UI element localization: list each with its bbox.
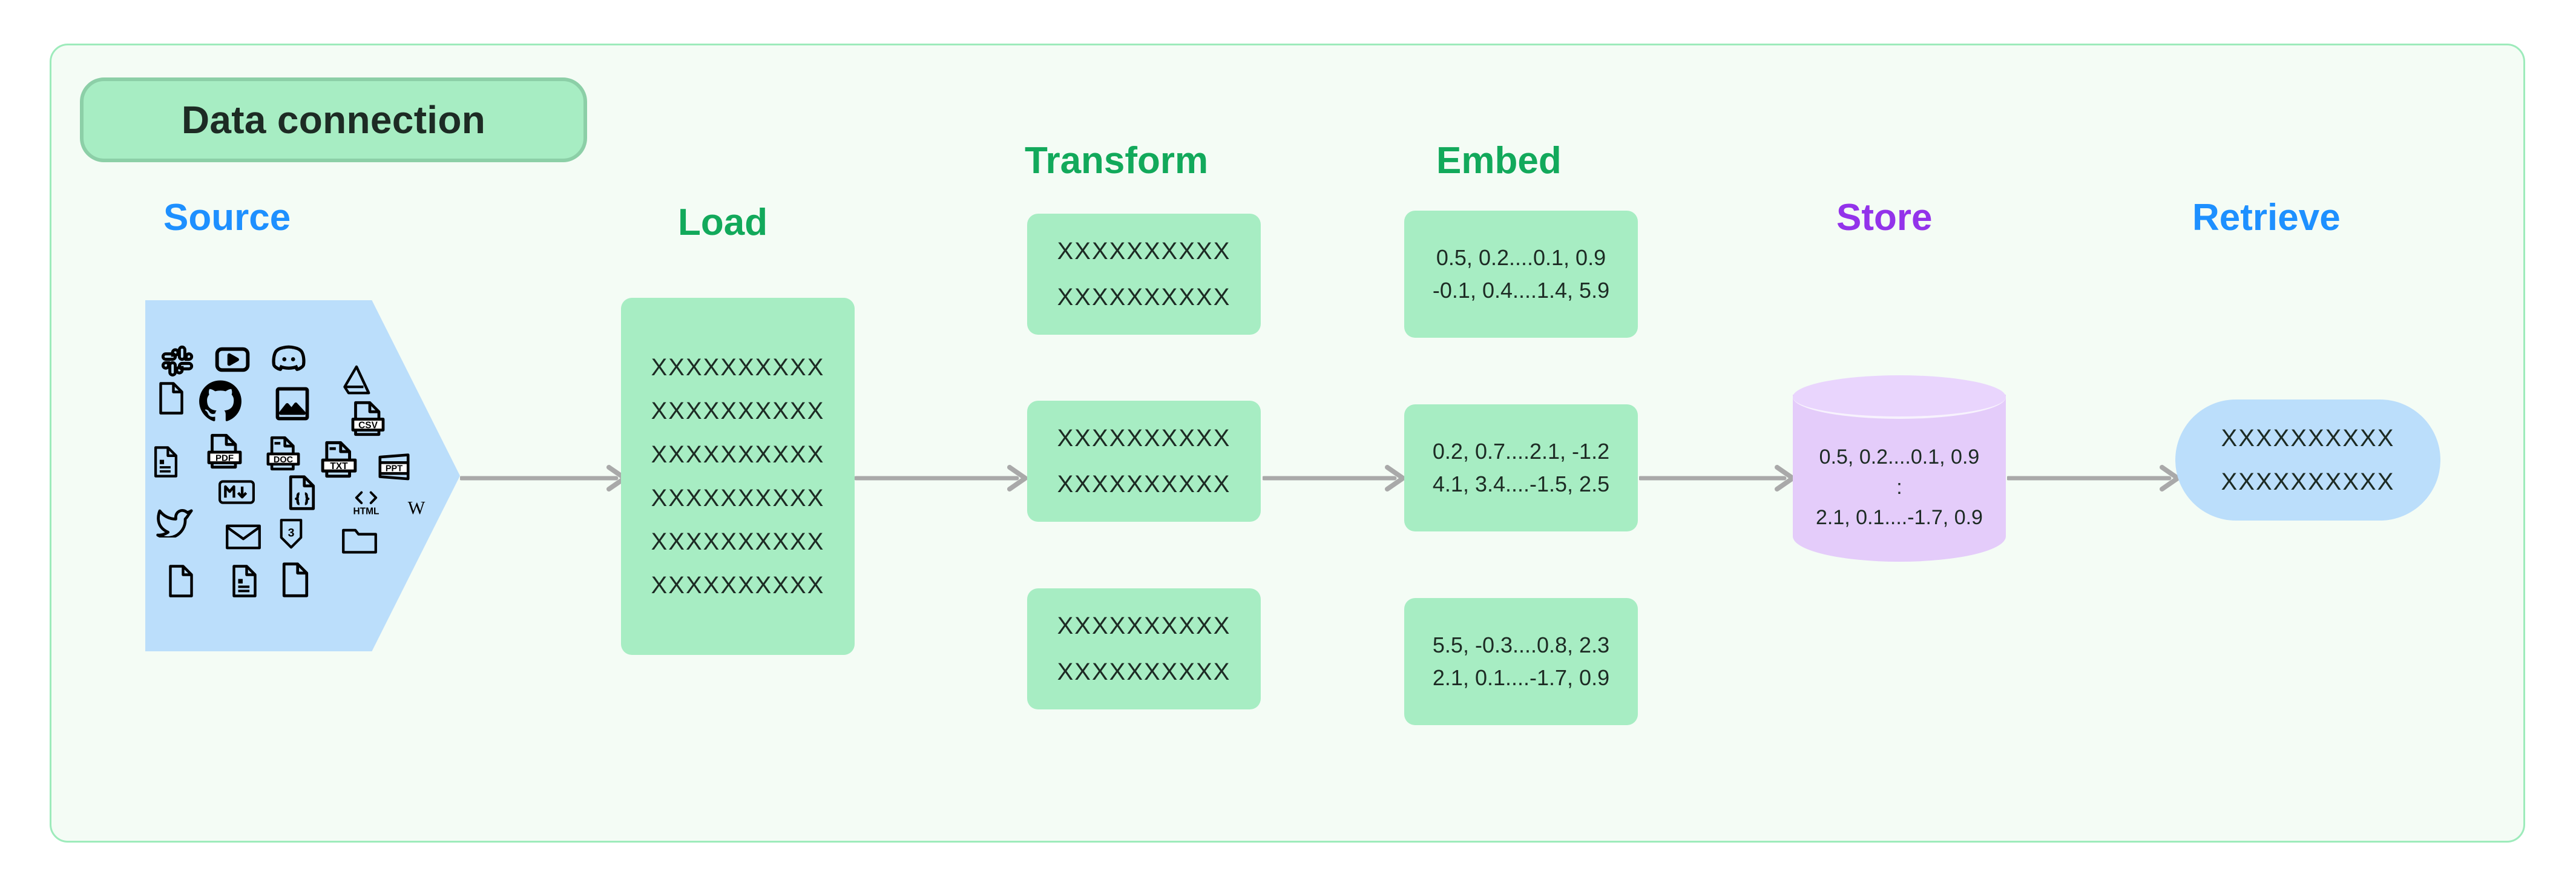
load-line: XXXXXXXXXX <box>651 572 825 599</box>
load-line: XXXXXXXXXX <box>651 354 825 381</box>
transform-line: XXXXXXXXXX <box>1057 659 1231 685</box>
doc-file-icon: DOC <box>265 436 301 471</box>
arrow-store-to-retrieve <box>2007 460 2183 496</box>
arrow-source-to-load <box>460 460 629 496</box>
youtube-icon <box>213 340 252 379</box>
svg-text:CSV: CSV <box>358 420 378 430</box>
embed-vector-card: 0.5, 0.2....0.1, 0.9 -0.1, 0.4....1.4, 5… <box>1404 211 1638 338</box>
arrow-load-to-transform <box>855 460 1030 496</box>
stage-label-store: Store <box>1836 197 1933 238</box>
source-icon-grid: CSV PDF DOC <box>145 300 460 651</box>
html-icon: HTML <box>349 488 384 517</box>
store-vector-text: 0.5, 0.2....0.1, 0.9 : 2.1, 0.1....-1.7,… <box>1793 447 2006 528</box>
slack-icon <box>161 345 194 378</box>
embed-line: 4.1, 3.4....-1.5, 2.5 <box>1432 472 1610 496</box>
store-line: 0.5, 0.2....0.1, 0.9 <box>1819 446 1980 469</box>
data-connection-frame <box>50 44 2525 843</box>
transform-chunk-card: XXXXXXXXXX XXXXXXXXXX <box>1027 588 1261 709</box>
stage-label-transform: Transform <box>1025 140 1209 182</box>
code-file-icon <box>286 475 318 511</box>
transform-line: XXXXXXXXXX <box>1057 471 1231 498</box>
txt-file-icon: TXT <box>320 441 358 478</box>
document-lines-icon <box>151 446 180 478</box>
document-lines-icon-2 <box>230 564 259 598</box>
store-vector-database-cylinder: 0.5, 0.2....0.1, 0.9 : 2.1, 0.1....-1.7,… <box>1793 375 2006 581</box>
markdown-icon <box>218 479 255 505</box>
stage-label-load: Load <box>678 202 768 243</box>
load-line: XXXXXXXXXX <box>651 398 825 424</box>
svg-text:HTML: HTML <box>353 506 380 516</box>
store-line: : <box>1896 476 1902 499</box>
embed-vector-card: 5.5, -0.3....0.8, 2.3 2.1, 0.1....-1.7, … <box>1404 598 1638 725</box>
load-line: XXXXXXXXXX <box>651 528 825 555</box>
file-blank-icon-2 <box>166 564 196 598</box>
load-document-card: XXXXXXXXXX XXXXXXXXXX XXXXXXXXXX XXXXXXX… <box>621 298 855 655</box>
embed-vector-card: 0.2, 0.7....2.1, -1.2 4.1, 3.4....-1.5, … <box>1404 404 1638 531</box>
github-icon <box>197 378 244 425</box>
transform-chunk-card: XXXXXXXXXX XXXXXXXXXX <box>1027 214 1261 335</box>
embed-line: -0.1, 0.4....1.4, 5.9 <box>1432 278 1610 303</box>
twitter-icon <box>156 506 194 538</box>
embed-line: 0.5, 0.2....0.1, 0.9 <box>1436 245 1606 270</box>
google-drive-icon <box>340 364 373 395</box>
data-connection-badge-label: Data connection <box>181 98 486 142</box>
svg-text:3: 3 <box>288 526 295 539</box>
wikipedia-icon: W <box>402 495 431 519</box>
transform-line: XXXXXXXXXX <box>1057 238 1231 265</box>
data-connection-badge: Data connection <box>80 77 587 162</box>
stage-label-retrieve: Retrieve <box>2192 197 2341 238</box>
transform-chunk-card: XXXXXXXXXX XXXXXXXXXX <box>1027 401 1261 522</box>
pdf-file-icon: PDF <box>206 433 243 470</box>
svg-text:PPT: PPT <box>386 464 402 473</box>
discord-icon <box>269 340 308 378</box>
transform-line: XXXXXXXXXX <box>1057 613 1231 639</box>
file-blank-icon <box>156 381 186 415</box>
embed-line: 5.5, -0.3....0.8, 2.3 <box>1432 633 1610 657</box>
cylinder-top-ellipse <box>1793 375 2006 419</box>
load-line: XXXXXXXXXX <box>651 485 825 511</box>
load-line: XXXXXXXXXX <box>651 441 825 468</box>
svg-text:PDF: PDF <box>215 453 234 464</box>
folder-icon <box>341 524 378 556</box>
retrieve-result-pill: XXXXXXXXXX XXXXXXXXXX <box>2175 399 2440 521</box>
file-blank-icon-3 <box>280 562 311 598</box>
email-icon <box>225 523 261 551</box>
csv-file-icon: CSV <box>351 401 385 437</box>
stage-label-source: Source <box>163 197 291 238</box>
svg-text:W: W <box>408 498 426 518</box>
arrow-transform-to-embed <box>1263 460 1408 496</box>
stage-label-embed: Embed <box>1436 140 1562 182</box>
store-line: 2.1, 0.1....-1.7, 0.9 <box>1816 506 1983 529</box>
arrow-embed-to-store <box>1639 460 1798 496</box>
svg-text:TXT: TXT <box>330 461 348 472</box>
transform-line: XXXXXXXXXX <box>1057 284 1231 311</box>
css3-icon: 3 <box>277 518 305 550</box>
ppt-file-icon: PPT <box>375 450 413 485</box>
svg-text:DOC: DOC <box>274 455 294 465</box>
embed-line: 2.1, 0.1....-1.7, 0.9 <box>1432 665 1610 690</box>
transform-line: XXXXXXXXXX <box>1057 425 1231 452</box>
embed-line: 0.2, 0.7....2.1, -1.2 <box>1432 439 1610 464</box>
retrieve-line: XXXXXXXXXX <box>2221 469 2395 495</box>
retrieve-line: XXXXXXXXXX <box>2221 425 2395 452</box>
cylinder-body <box>1793 395 2006 562</box>
image-icon <box>274 385 311 422</box>
